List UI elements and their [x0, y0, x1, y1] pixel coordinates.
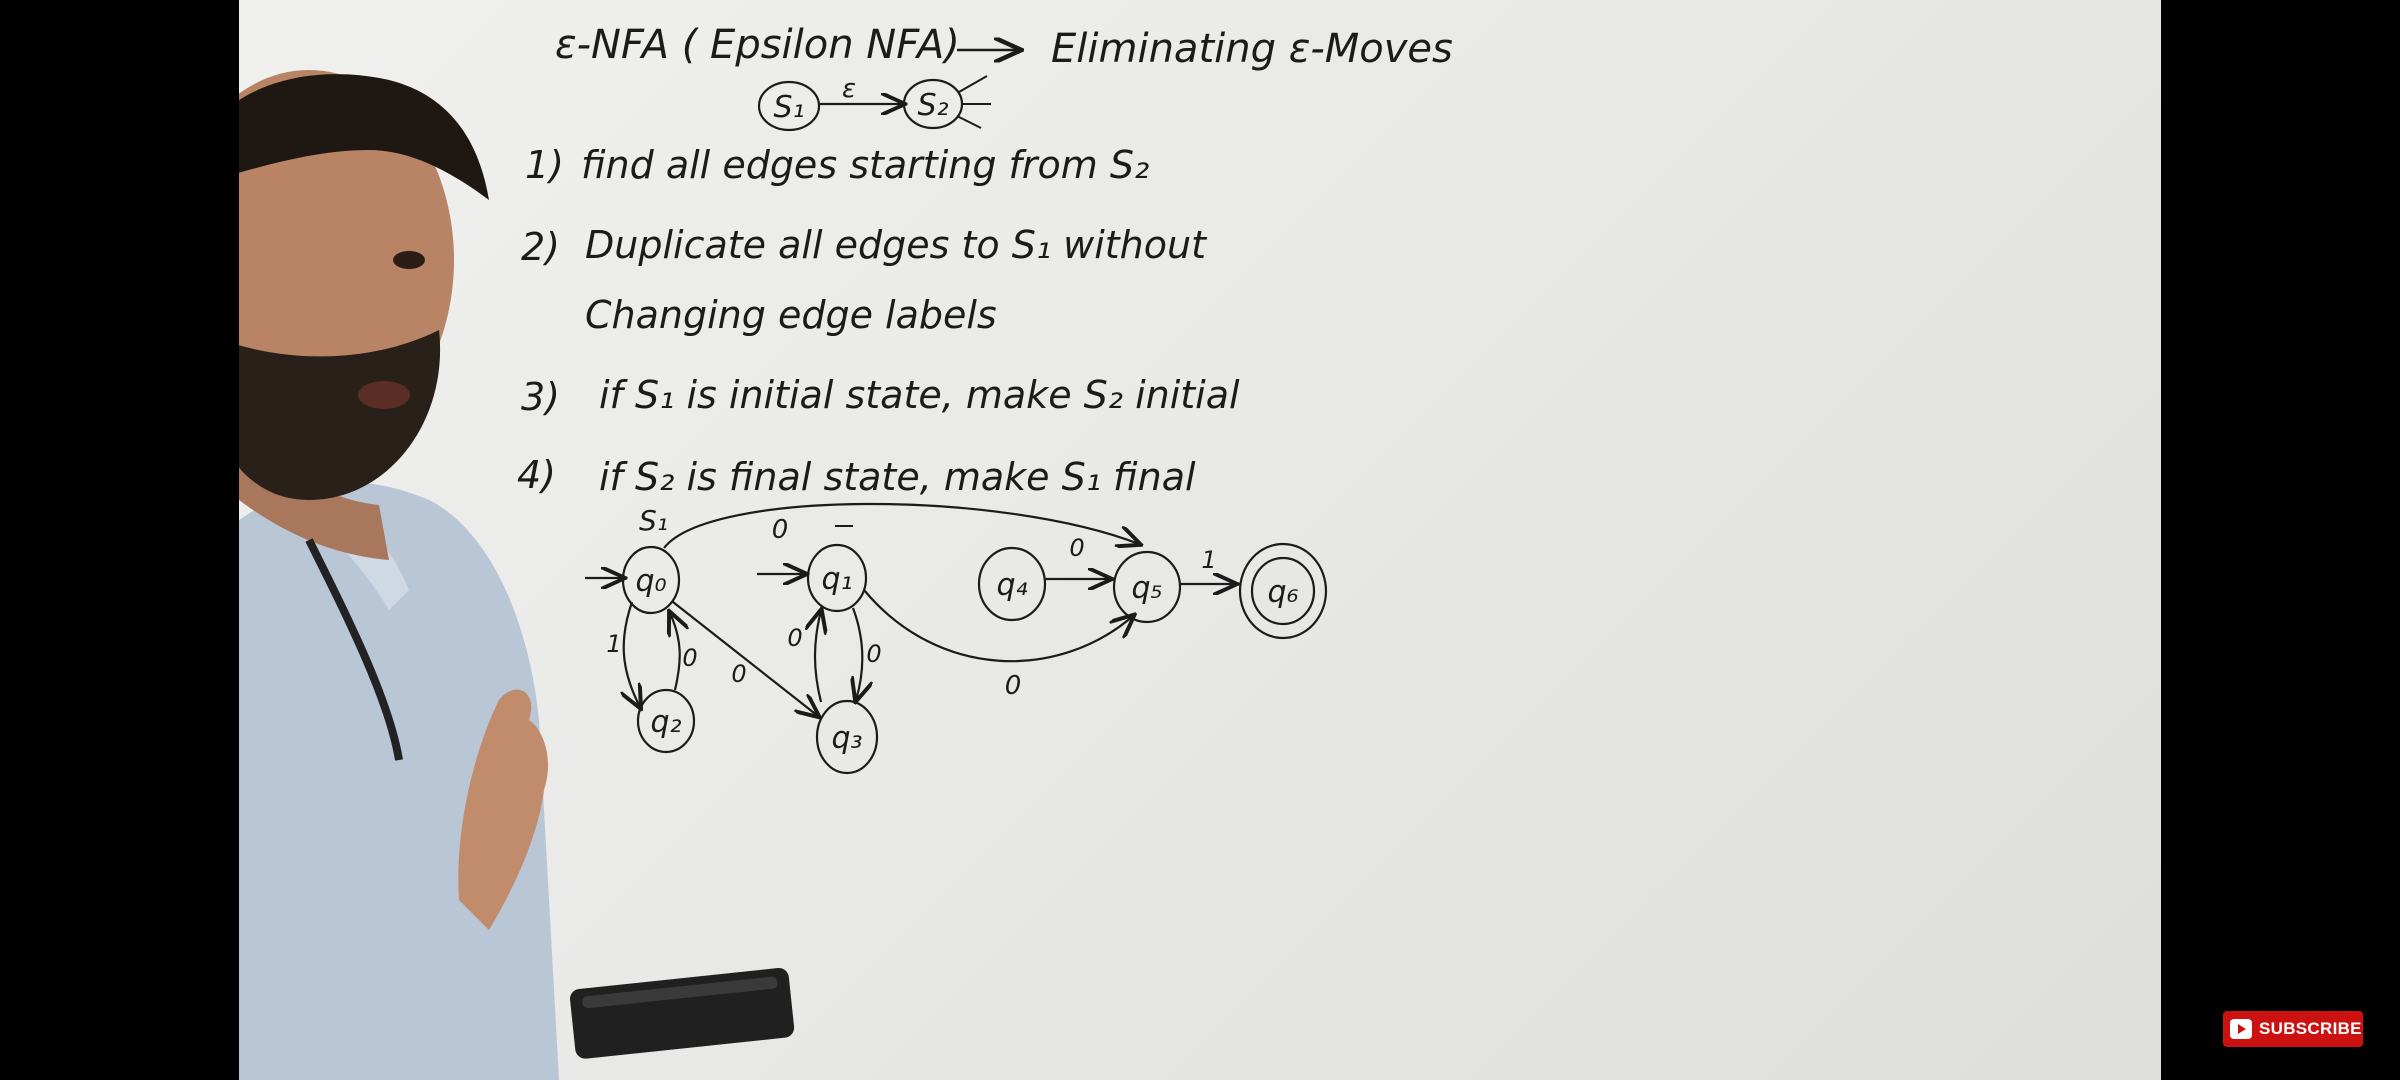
lecturer-lanyard [305, 538, 403, 761]
lecturer-figure [239, 70, 795, 1080]
step-2-text: Duplicate all edges to S₁ without [585, 223, 1208, 267]
edge-q1-q5-bottom-label: 0 [1005, 671, 1022, 701]
title-left: ε-NFA ( Epsilon NFA) [555, 22, 960, 68]
state-q1 [806, 543, 868, 613]
title-right: Eliminating ε-Moves [1051, 26, 1453, 72]
example-epsilon-label: ε [842, 74, 856, 104]
lecturer-hair [239, 74, 489, 200]
state-q6-inner [1250, 556, 1316, 626]
step-4-number: 4) [517, 453, 556, 497]
step-2-text-line2: Changing edge labels [585, 293, 997, 337]
edge-q1-q3-label: 0 [866, 640, 881, 668]
edge-q0-q3-label: 0 [731, 660, 746, 688]
state-tag-s1: S₁ [639, 504, 668, 537]
step-3-number: 3) [521, 375, 560, 419]
lecturer-eye [393, 251, 425, 269]
state-q3-label: q₃ [831, 721, 862, 756]
subscribe-button[interactable]: SUBSCRIBE [2223, 1011, 2363, 1047]
step-1-number: 1) [525, 143, 564, 187]
edge-q0-q5-top-label: 0 [772, 515, 789, 545]
edge-q1-q5-bottom [863, 589, 1133, 663]
step-2-number: 2) [521, 225, 560, 269]
lecturer-hand [458, 689, 549, 930]
state-q1-label: q₁ [821, 562, 852, 597]
edge-q0-q2 [624, 601, 640, 707]
state-q6-outer [1238, 542, 1328, 640]
remote-control [569, 967, 795, 1059]
state-q0 [621, 545, 681, 615]
edge-q2-q0 [670, 613, 680, 691]
step-1-text: find all edges starting from S₂ [581, 143, 1149, 187]
lecturer-beard [239, 330, 441, 500]
example-outgoing-edge-3 [956, 115, 982, 129]
edge-q5-q6-label: 1 [1201, 546, 1216, 574]
steps-list: 1) find all edges starting from S₂ 2) Du… [517, 143, 1240, 499]
state-q2 [636, 688, 696, 754]
play-icon [2229, 1018, 2253, 1040]
state-q3 [815, 699, 879, 775]
lecturer-mouth [358, 381, 410, 409]
edge-q4-q5-label: 0 [1069, 534, 1084, 562]
edge-q0-q3 [672, 601, 818, 716]
edge-q3-q1-label: 0 [787, 624, 802, 652]
state-q0-label: q₀ [635, 564, 666, 599]
edge-q0-q2-label: 1 [606, 630, 621, 658]
subscribe-label: SUBSCRIBE [2259, 1019, 2362, 1038]
example-outgoing-edge-1 [958, 75, 988, 93]
step-4-text: if S₂ is final state, make S₁ final [599, 455, 1196, 499]
whiteboard: ε-NFA ( Epsilon NFA) Eliminating ε-Moves… [517, 22, 1453, 775]
lecturer-shirt [239, 482, 559, 1080]
automaton-diagram: S₁ q₀ q₁ q₂ q₃ q₄ q₅ q₆ [585, 502, 1328, 775]
edge-q2-q0-label: 0 [682, 644, 697, 672]
edge-q0-q5-top [663, 502, 1139, 549]
example-state-s1-label: S₁ [773, 90, 804, 125]
state-q5-label: q₅ [1131, 571, 1162, 606]
step-3-text: if S₁ is initial state, make S₂ initial [599, 373, 1240, 417]
state-q2-label: q₂ [650, 705, 681, 740]
state-q6-label: q₆ [1267, 575, 1298, 610]
edge-q3-q1 [815, 611, 821, 703]
example-diagram: S₁ ε S₂ [757, 74, 991, 132]
example-state-s1 [757, 80, 821, 132]
state-q4-label: q₄ [996, 568, 1027, 603]
edge-q1-q3 [853, 607, 862, 700]
state-q4 [977, 546, 1047, 622]
video-frame[interactable]: ε-NFA ( Epsilon NFA) Eliminating ε-Moves… [239, 0, 2161, 1080]
example-state-s2-label: S₂ [917, 88, 948, 123]
